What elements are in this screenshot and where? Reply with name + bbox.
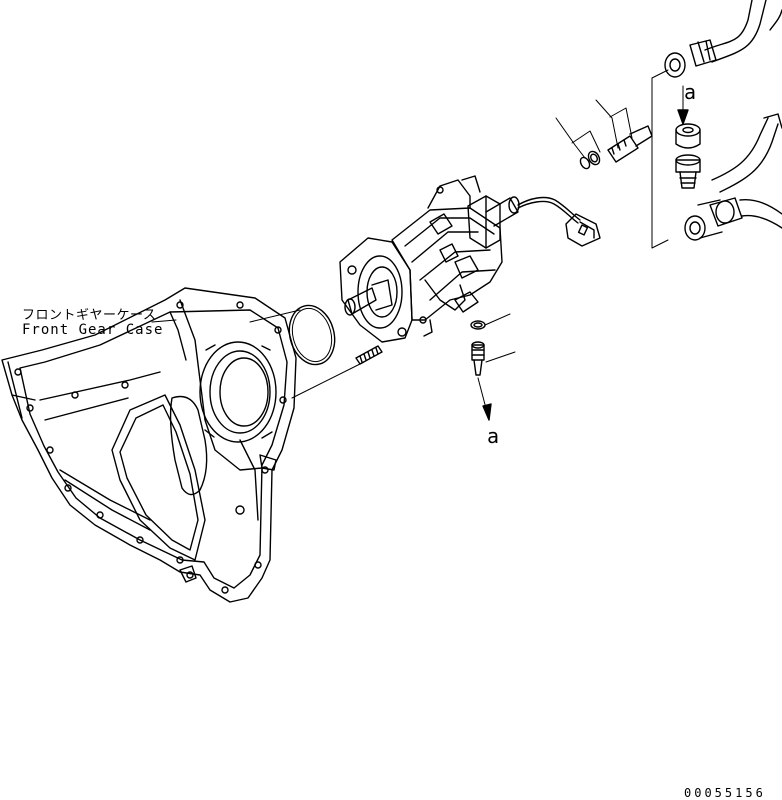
leader-lines-upper bbox=[555, 99, 633, 159]
connector-fitting bbox=[607, 125, 653, 163]
supply-pump bbox=[339, 175, 520, 343]
reference-mark-bottom: a bbox=[487, 424, 500, 448]
arrow-lower bbox=[477, 377, 492, 421]
front-gear-case bbox=[1, 287, 297, 603]
leader-lines-lower bbox=[484, 313, 516, 363]
assembly-lines bbox=[249, 309, 365, 399]
lower-fittings bbox=[470, 320, 486, 376]
o-ring-fitting-upper bbox=[579, 150, 601, 170]
gear-case-bolt-holes bbox=[14, 301, 287, 594]
sensor-harness bbox=[517, 196, 601, 247]
drawing-code: 00055156 bbox=[684, 786, 766, 800]
arrow-upper bbox=[677, 85, 689, 125]
reference-mark-top: a bbox=[684, 80, 697, 104]
gear-case-leader bbox=[151, 319, 177, 323]
o-ring bbox=[288, 304, 336, 366]
fuel-hose-assembly bbox=[651, 0, 782, 249]
gear-case-label-jp: フロントギヤーケース bbox=[22, 308, 157, 323]
stud-bolt bbox=[355, 345, 383, 365]
gear-case-label-en: Front Gear Case bbox=[22, 322, 164, 338]
